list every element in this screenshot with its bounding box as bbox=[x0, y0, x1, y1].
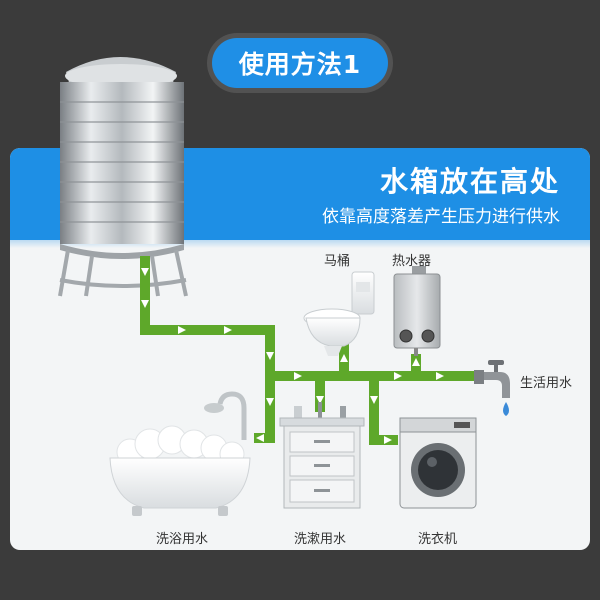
method-badge: 使用方法1 bbox=[212, 38, 388, 88]
label-domestic-water: 生活用水 bbox=[520, 376, 573, 391]
bathtub-icon bbox=[109, 391, 251, 516]
label-bath-water: 洗浴用水 bbox=[156, 532, 209, 547]
vanity-cabinet-icon bbox=[279, 402, 365, 509]
label-toilet: 马桶 bbox=[324, 254, 351, 269]
label-wash-water: 洗漱用水 bbox=[294, 532, 347, 547]
label-washing-machine: 洗衣机 bbox=[418, 532, 458, 547]
water-heater-icon bbox=[393, 266, 441, 356]
subheadline: 依靠高度落差产生压力进行供水 bbox=[322, 207, 560, 227]
toilet-icon bbox=[303, 271, 375, 356]
faucet-icon bbox=[474, 360, 510, 416]
headline: 水箱放在高处 bbox=[379, 165, 560, 198]
flow-arrow-icon bbox=[141, 268, 444, 444]
label-water-heater: 热水器 bbox=[392, 254, 432, 269]
washing-machine-icon bbox=[399, 417, 477, 509]
water-tank-icon bbox=[58, 57, 188, 297]
